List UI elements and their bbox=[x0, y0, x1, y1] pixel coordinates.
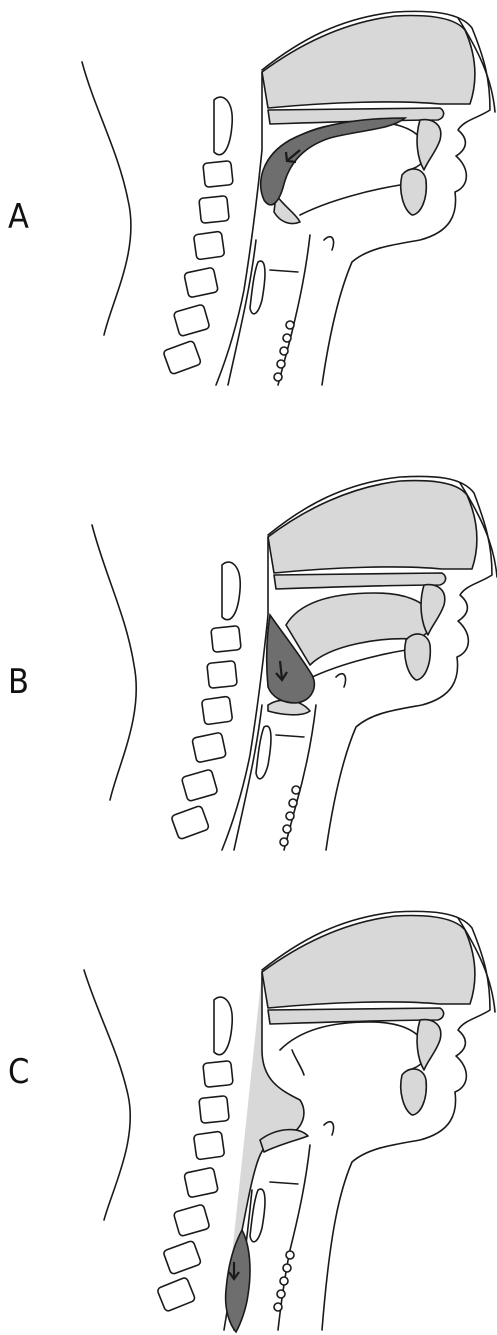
vertebra bbox=[222, 562, 240, 620]
upper-teeth bbox=[421, 585, 445, 635]
vertebra bbox=[211, 626, 241, 653]
trachea-ring-line bbox=[270, 1182, 298, 1184]
vertebra bbox=[199, 196, 229, 224]
vertebra bbox=[173, 304, 210, 337]
spine bbox=[157, 997, 234, 1312]
hyoid bbox=[324, 1122, 334, 1135]
vertebra bbox=[201, 696, 232, 725]
vertebra bbox=[203, 161, 233, 188]
vertebra bbox=[207, 661, 237, 689]
swallow-diagram bbox=[0, 0, 497, 430]
vertebra bbox=[192, 732, 227, 763]
panel-b: B bbox=[0, 465, 497, 895]
trachea-ring-line bbox=[270, 270, 298, 272]
vertebra bbox=[181, 769, 218, 802]
nasal-cavity bbox=[268, 481, 477, 573]
hyoid bbox=[324, 237, 334, 250]
vertebra bbox=[173, 1204, 210, 1237]
vertebra bbox=[171, 805, 210, 839]
trachea-ring-line bbox=[276, 735, 304, 737]
vertebra bbox=[193, 1131, 224, 1160]
panel-c: C bbox=[0, 900, 497, 1330]
larynx-front bbox=[278, 1145, 310, 1330]
lip bbox=[405, 634, 431, 680]
oral-floor bbox=[292, 1050, 304, 1075]
food-bolus bbox=[226, 1230, 250, 1332]
neck-back-outline bbox=[92, 525, 136, 800]
vertebra bbox=[163, 1240, 202, 1274]
oral-floor bbox=[300, 185, 400, 215]
nasal-cavity bbox=[262, 16, 475, 108]
vertebra bbox=[193, 231, 224, 260]
food-bolus bbox=[261, 118, 405, 205]
trachea-rings bbox=[274, 1251, 294, 1311]
swallow-diagram bbox=[0, 900, 497, 1335]
vertebra bbox=[184, 1167, 219, 1198]
lip bbox=[401, 169, 427, 215]
hard-palate bbox=[274, 573, 446, 589]
trachea-rings bbox=[280, 786, 300, 846]
spine bbox=[163, 97, 233, 375]
vertebra bbox=[184, 267, 219, 298]
spine bbox=[171, 562, 241, 840]
vertebra bbox=[163, 340, 202, 374]
nasal-cavity bbox=[262, 916, 475, 1008]
vertebra bbox=[214, 997, 232, 1055]
tongue bbox=[280, 1022, 427, 1070]
lip bbox=[401, 1069, 427, 1115]
vertebra bbox=[214, 97, 232, 155]
vertebra bbox=[157, 1277, 196, 1312]
vertebra bbox=[203, 1061, 233, 1088]
panel-a: A bbox=[0, 0, 497, 430]
vocal-fold bbox=[250, 1189, 265, 1242]
hyoid bbox=[336, 674, 346, 687]
neck-back-outline bbox=[82, 62, 131, 335]
upper-teeth bbox=[417, 120, 441, 170]
vertebra bbox=[199, 1096, 229, 1124]
trachea-rings bbox=[274, 321, 294, 381]
swallow-diagram bbox=[0, 465, 497, 895]
upper-teeth bbox=[417, 1020, 441, 1070]
neck-back-outline bbox=[84, 970, 130, 1220]
